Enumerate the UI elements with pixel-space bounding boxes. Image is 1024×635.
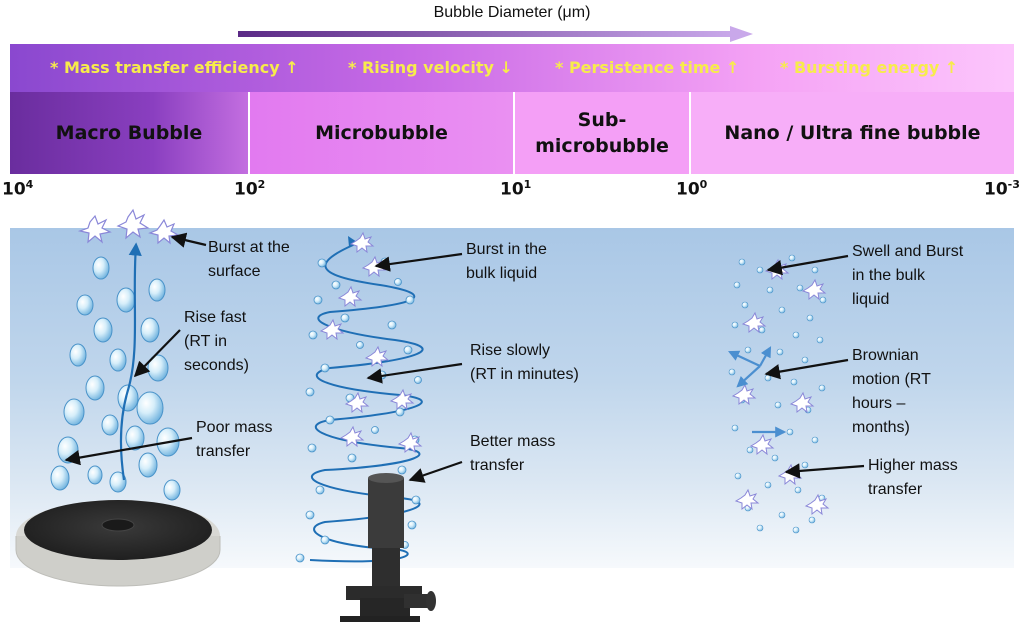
property-persistence-time: * Persistence time ↑ (555, 58, 740, 77)
property-banner: * Mass transfer efficiency ↑ * Rising ve… (10, 44, 1014, 92)
property-mass-transfer: * Mass transfer efficiency ↑ (50, 58, 299, 77)
axis-title: Bubble Diameter (μm) (433, 4, 591, 21)
macro-surface-bursts (77, 208, 180, 245)
category-submicro-line1: Sub- (577, 109, 627, 131)
category-nano-bubble: Nano / Ultra fine bubble (690, 92, 1014, 174)
tick-10e0: 100 (676, 178, 708, 200)
micro-spiral-path (309, 239, 424, 563)
tick-10e4: 104 (2, 178, 34, 200)
label-rise-slowly: Rise slowly(RT in minutes) (470, 342, 579, 383)
macro-rise-path (119, 242, 142, 481)
axis-direction-arrow (238, 26, 753, 42)
property-rising-velocity: * Rising velocity ↓ (348, 58, 513, 77)
tick-10e1: 101 (500, 178, 532, 200)
venturi-injector (340, 473, 436, 622)
macro-bubbles (50, 256, 181, 501)
category-bar: Macro Bubble Microbubble Sub- microbubbl… (10, 92, 1014, 174)
category-submicro-line2: microbubble (535, 135, 669, 157)
disc-diffuser (15, 500, 221, 587)
category-microbubble: Microbubble (249, 92, 513, 174)
tick-10e-3: 10-3 (984, 178, 1020, 200)
property-bursting-energy: * Bursting energy ↑ (780, 58, 959, 77)
callout-arrows (64, 232, 865, 483)
tick-10e2: 102 (234, 178, 266, 200)
category-macro-bubble: Macro Bubble (10, 92, 248, 174)
brownian-motion-arrows (728, 346, 787, 438)
nano-bursts (731, 258, 830, 516)
category-submicrobubble: Sub- microbubble (514, 92, 689, 174)
